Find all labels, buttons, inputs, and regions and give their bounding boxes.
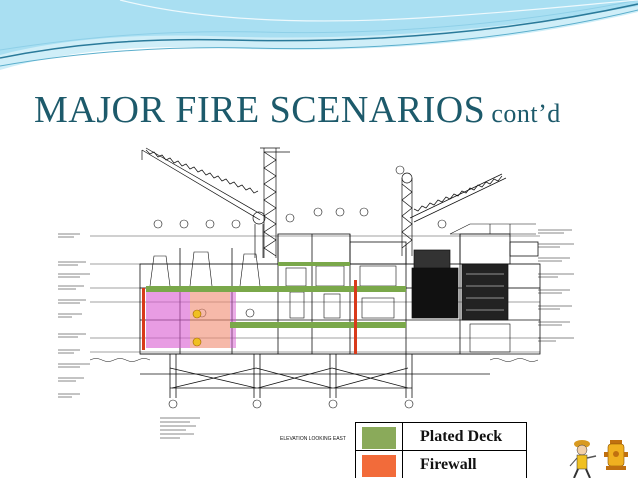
legend-row-firewall: Firewall — [356, 451, 526, 478]
plated-deck-main — [146, 286, 406, 292]
fire-source-marker — [192, 309, 202, 319]
legend-label-plated-deck: Plated Deck — [420, 428, 503, 445]
left-crane — [141, 147, 266, 258]
plated-deck-upper — [278, 262, 350, 266]
firewall-center — [354, 280, 357, 354]
legend-swatch-plated-deck — [362, 427, 396, 449]
header-wave-graphic — [0, 0, 638, 70]
drawing-caption: ELEVATION LOOKING EAST — [280, 436, 346, 442]
process-vessels — [149, 251, 511, 353]
fire-source-marker-2 — [192, 337, 202, 347]
slide-title-main: MAJOR FIRE SCENARIOS — [34, 89, 486, 131]
hydrant-icon — [604, 440, 628, 470]
turbine-package — [411, 267, 459, 319]
firewall-left — [142, 288, 145, 350]
legend-label-firewall: Firewall — [420, 456, 477, 473]
sea-level — [89, 358, 151, 362]
platform-elevation-drawing: ELEVATION LOOKING EAST — [58, 147, 574, 442]
fire-zone-pink — [146, 288, 190, 348]
left-elevation-labels — [58, 233, 90, 398]
accommodation-block — [461, 263, 509, 321]
firefighter-clipart — [569, 440, 628, 478]
cellar-deck-legs — [140, 353, 490, 398]
bottom-notes — [160, 417, 200, 439]
firefighter-icon — [569, 440, 597, 478]
helideck — [449, 223, 536, 235]
fire-zone-pink-2 — [230, 288, 236, 348]
leg-markers — [168, 399, 414, 409]
slide-title-suffix: cont’d — [491, 99, 561, 128]
right-crane — [401, 172, 507, 256]
legend-swatch-firewall — [362, 455, 396, 477]
legend-row-divider — [356, 450, 526, 451]
plated-deck-lower — [230, 322, 406, 328]
right-elevation-labels — [538, 229, 574, 342]
legend-row-plated-deck: Plated Deck — [356, 423, 526, 451]
central-derrick — [260, 147, 290, 258]
legend-table: Plated Deck Firewall — [355, 422, 527, 478]
turbine-package-upper — [413, 249, 451, 269]
callout-circles — [153, 165, 447, 229]
